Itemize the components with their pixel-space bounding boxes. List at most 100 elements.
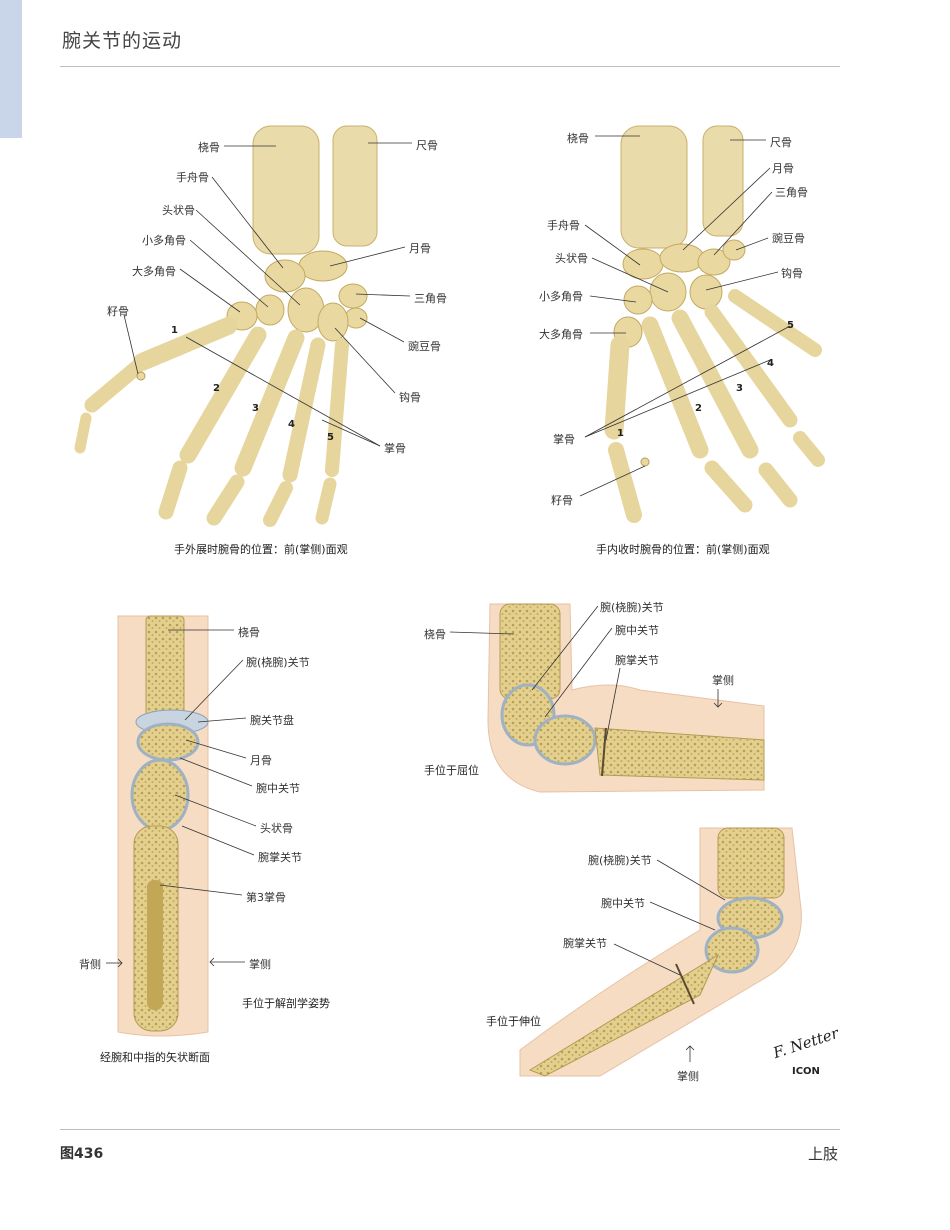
fig1-scaphoid-bone [264, 259, 306, 293]
fig1-number-5: 5 [327, 432, 334, 443]
fig3-label-mc3: 第3掌骨 [246, 891, 286, 904]
fig3-label-lunate: 月骨 [250, 754, 272, 767]
figure-number: 图436 [60, 1146, 104, 1162]
fig2-pisiform-bone [722, 239, 746, 261]
fig3-label-disc: 腕关节盘 [250, 714, 294, 727]
fig1-metacarpal-3 [234, 329, 305, 477]
fig3-sagittal-section [106, 615, 257, 1037]
fig3-capitate-bone [130, 758, 190, 832]
fig2-label-trapezoid: 小多角骨 [539, 290, 583, 303]
fig1-number-1: 1 [171, 325, 178, 336]
fig2-metacarpal-1 [604, 335, 630, 440]
fig4-caption: 手位于屈位 [424, 764, 479, 777]
fig5-metacarpal-3 [528, 953, 720, 1077]
fig2-label-radius: 桡骨 [567, 132, 589, 145]
fig2-label-capitate: 头状骨 [555, 252, 588, 265]
fig1-label-sesamoid: 籽骨 [107, 305, 129, 318]
fig5-label-radiocarpal: 腕(桡腕)关节 [588, 854, 652, 867]
fig1-finger-5 [315, 477, 337, 525]
fig3-label-dorsal: 背侧 [79, 958, 101, 971]
fig2-metacarpal-4 [704, 304, 798, 428]
fig3-marrow-cavity [147, 880, 163, 1010]
fig1-label-trapezoid: 小多角骨 [142, 234, 186, 247]
header-divider [60, 66, 840, 67]
fig1-label-hamate: 钩骨 [399, 391, 421, 404]
fig1-number-3: 3 [252, 403, 259, 414]
fig2-label-scaphoid: 手舟骨 [547, 219, 580, 232]
section-name: 上肢 [807, 1145, 838, 1163]
fig4-flexion-section [449, 603, 765, 793]
fig2-number-3: 3 [736, 383, 743, 394]
fig1-label-lunate: 月骨 [409, 242, 431, 255]
fig2-finger-2 [704, 460, 753, 513]
fig1-label-metacarpals: 掌骨 [384, 442, 406, 455]
fig2-caption: 手内收时腕骨的位置：前(掌侧)面观 [596, 543, 770, 556]
fig1-metacarpal-2 [179, 326, 267, 464]
fig5-label-midcarpal: 腕中关节 [601, 897, 645, 910]
fig2-finger-3 [758, 462, 798, 508]
fig2-thumb-phalanx [608, 442, 642, 523]
fig3-label-radiocarpal: 腕(桡腕)关节 [246, 656, 310, 669]
fig5-extension-section [519, 827, 802, 1077]
fig1-metacarpal-1 [133, 317, 237, 371]
fig4-label-palmar: 掌侧 [712, 674, 734, 687]
fig4-metacarpal-3 [594, 727, 765, 781]
fig1-lunate-bone [298, 250, 348, 282]
fig2-metacarpal-3 [671, 309, 759, 459]
fig1-thumb-phalanx [84, 360, 144, 413]
fig2-sesamoid-bone [640, 457, 650, 467]
fig2-number-4: 4 [767, 358, 774, 369]
fig3-label-capitate: 头状骨 [260, 822, 293, 835]
fig2-label-trapezium: 大多角骨 [539, 328, 583, 341]
fig1-sesamoid-bone [136, 371, 146, 381]
fig2-number-5: 5 [787, 320, 794, 331]
fig4-label-midcarpal: 腕中关节 [615, 624, 659, 637]
fig2-label-metacarpals: 掌骨 [553, 433, 575, 446]
fig1-hand-abduction [74, 125, 412, 527]
fig4-cmc-joint-line [601, 727, 607, 777]
fig1-label-trapezium: 大多角骨 [132, 265, 176, 278]
fig1-metacarpal-5 [325, 338, 349, 477]
fig3-label-palmar: 掌侧 [249, 958, 271, 971]
fig5-capitate-bone [704, 926, 760, 974]
fig4-label-cmc: 腕掌关节 [615, 654, 659, 667]
fig1-label-scaphoid: 手舟骨 [176, 171, 209, 184]
fig2-radius-bone [620, 125, 688, 249]
fig3-label-cmc: 腕掌关节 [258, 851, 302, 864]
fig1-label-ulna: 尺骨 [416, 139, 438, 152]
fig2-trapezoid-bone [623, 285, 653, 315]
fig2-triquetrum-bone [697, 248, 731, 276]
fig3-radius-bone [145, 615, 185, 717]
fig1-radius-bone [252, 125, 320, 255]
icon-logo: ICON [792, 1066, 820, 1077]
fig4-label-radius: 桡骨 [424, 628, 446, 641]
fig1-metacarpal-4 [282, 337, 326, 483]
fig2-lunate-bone [659, 243, 705, 273]
fig2-ulna-bone [702, 125, 744, 237]
fig4-label-radiocarpal: 腕(桡腕)关节 [600, 601, 664, 614]
fig1-label-pisiform: 豌豆骨 [408, 340, 441, 353]
fig2-number-1: 1 [617, 428, 624, 439]
fig2-label-ulna: 尺骨 [770, 136, 792, 149]
fig1-caption: 手外展时腕骨的位置：前(掌侧)面观 [174, 543, 348, 556]
fig2-label-lunate: 月骨 [772, 162, 794, 175]
fig2-number-2: 2 [695, 403, 702, 414]
fig2-label-hamate: 钩骨 [781, 267, 803, 280]
fig2-finger-4 [793, 431, 825, 467]
fig1-trapezoid-bone [255, 294, 285, 326]
fig1-finger-4 [263, 481, 293, 527]
fig5-caption: 手位于伸位 [486, 1015, 541, 1028]
fig3-caption: 经腕和中指的矢状断面 [100, 1051, 210, 1064]
fig1-number-2: 2 [213, 383, 220, 394]
fig1-finger-2 [158, 460, 188, 520]
fig2-hand-adduction [579, 125, 825, 523]
fig5-label-cmc: 腕掌关节 [563, 937, 607, 950]
fig2-hamate-bone [689, 274, 723, 310]
fig1-label-capitate: 头状骨 [162, 204, 195, 217]
fig2-label-triquetrum: 三角骨 [775, 186, 808, 199]
fig1-label-radius: 桡骨 [198, 141, 220, 154]
fig1-thumb-distal [74, 412, 92, 454]
fig1-label-triquetrum: 三角骨 [414, 292, 447, 305]
fig3-label-midcarpal: 腕中关节 [256, 782, 300, 795]
